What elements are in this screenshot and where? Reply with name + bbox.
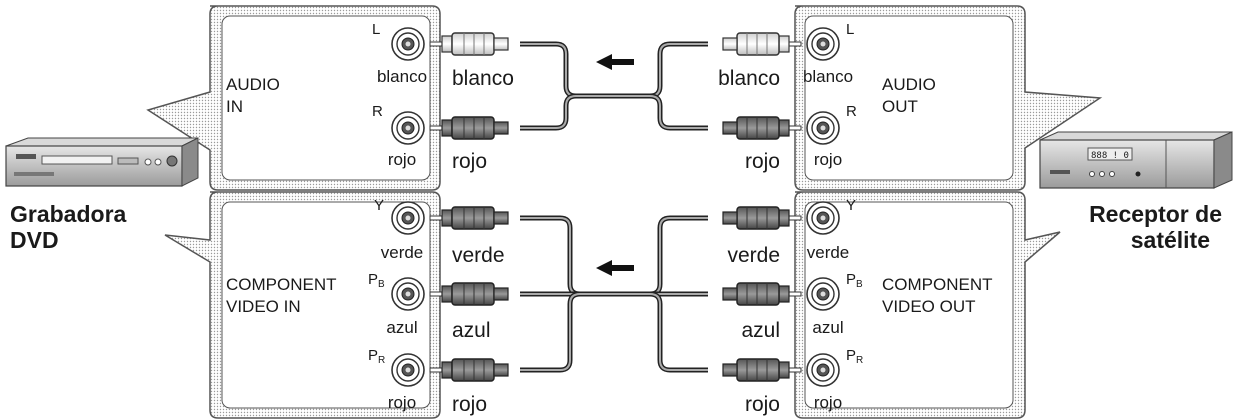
audio-in-label-line1: AUDIO bbox=[226, 75, 280, 94]
right-device-name-line1: Receptor de bbox=[1089, 201, 1222, 227]
audio-out-R-jack bbox=[806, 111, 840, 145]
pb-main: P bbox=[846, 271, 856, 288]
right-device-name-line2: satélite bbox=[1131, 227, 1210, 253]
video-out-red-plug bbox=[722, 358, 802, 382]
audio-out-panel bbox=[794, 5, 1103, 191]
video-out-blue-plug bbox=[722, 282, 802, 306]
video-in-Y-letter: Y bbox=[374, 197, 384, 214]
cable-out-red2-label: rojo bbox=[745, 393, 780, 416]
audio-in-panel bbox=[146, 5, 441, 191]
video-in-PB-jack bbox=[391, 277, 425, 311]
audio-in-L-jack bbox=[391, 27, 425, 61]
pb-sub: B bbox=[378, 279, 385, 290]
receiver-display-text: 888 ! 0 bbox=[1091, 151, 1129, 161]
video-in-PB-letter: PB bbox=[368, 271, 385, 290]
audio-cable bbox=[520, 41, 708, 131]
video-in-red-jack-label: rojo bbox=[388, 393, 416, 412]
video-out-red-jack-label: rojo bbox=[814, 393, 842, 412]
audio-out-label-line1: AUDIO bbox=[882, 75, 936, 94]
audio-in-white-jack-label: blanco bbox=[377, 67, 427, 86]
pr-main: P bbox=[846, 347, 856, 364]
video-in-blue-plug bbox=[429, 282, 509, 306]
component-video-cable bbox=[520, 215, 708, 373]
audio-in-R-letter: R bbox=[372, 103, 383, 120]
video-in-Y-jack bbox=[391, 201, 425, 235]
video-out-Y-letter: Y bbox=[846, 197, 856, 214]
video-in-label-line2: VIDEO IN bbox=[226, 297, 301, 316]
satellite-receiver-device: 888 ! 0 bbox=[1039, 131, 1233, 189]
pr-main: P bbox=[368, 347, 378, 364]
video-in-green-plug bbox=[429, 206, 509, 230]
audio-in-red-jack-label: rojo bbox=[388, 150, 416, 169]
video-out-PB-jack bbox=[806, 277, 840, 311]
video-out-blue-jack-label: azul bbox=[812, 318, 843, 337]
cable-in-red2-label: rojo bbox=[452, 393, 487, 416]
cable-out-blue-label: azul bbox=[741, 319, 780, 342]
audio-in-label-line2: IN bbox=[226, 97, 243, 116]
audio-out-L-jack bbox=[806, 27, 840, 61]
video-in-green-jack-label: verde bbox=[381, 243, 424, 262]
cable-in-red-label: rojo bbox=[452, 150, 487, 173]
video-out-label-line2: VIDEO OUT bbox=[882, 297, 976, 316]
video-out-panel bbox=[794, 191, 1061, 419]
video-out-PR-jack bbox=[806, 353, 840, 387]
video-in-label-line1: COMPONENT bbox=[226, 275, 337, 294]
audio-out-white-plug bbox=[722, 32, 802, 56]
pr-sub: R bbox=[856, 355, 863, 366]
audio-in-white-plug bbox=[429, 32, 509, 56]
audio-out-L-letter: L bbox=[846, 21, 854, 38]
video-in-red-plug bbox=[429, 358, 509, 382]
cable-in-white-label: blanco bbox=[452, 67, 514, 90]
video-out-green-jack-label: verde bbox=[807, 243, 850, 262]
dvd-recorder-device bbox=[5, 137, 199, 187]
pr-sub: R bbox=[378, 355, 385, 366]
audio-in-L-letter: L bbox=[372, 21, 380, 38]
cable-out-white-label: blanco bbox=[718, 67, 780, 90]
video-direction-arrow bbox=[596, 260, 634, 276]
video-in-panel bbox=[164, 191, 441, 419]
pb-main: P bbox=[368, 271, 378, 288]
audio-in-R-jack bbox=[391, 111, 425, 145]
video-in-PR-jack bbox=[391, 353, 425, 387]
video-in-blue-jack-label: azul bbox=[386, 318, 417, 337]
audio-out-R-letter: R bbox=[846, 103, 857, 120]
video-out-PB-letter: PB bbox=[846, 271, 863, 290]
pb-sub: B bbox=[856, 279, 863, 290]
audio-out-red-jack-label: rojo bbox=[814, 150, 842, 169]
video-out-Y-jack bbox=[806, 201, 840, 235]
audio-out-white-jack-label: blanco bbox=[803, 67, 853, 86]
video-out-label-line1: COMPONENT bbox=[882, 275, 993, 294]
left-device-name-line2: DVD bbox=[10, 227, 59, 253]
audio-out-label-line2: OUT bbox=[882, 97, 918, 116]
cable-in-green-label: verde bbox=[452, 244, 505, 267]
left-device-name-line1: Grabadora bbox=[10, 201, 127, 227]
cable-out-red-label: rojo bbox=[745, 150, 780, 173]
cable-out-green-label: verde bbox=[727, 244, 780, 267]
video-out-PR-letter: PR bbox=[846, 347, 863, 366]
video-out-green-plug bbox=[722, 206, 802, 230]
audio-in-red-plug bbox=[429, 116, 509, 140]
cable-in-blue-label: azul bbox=[452, 319, 491, 342]
audio-direction-arrow bbox=[596, 54, 634, 70]
video-in-PR-letter: PR bbox=[368, 347, 385, 366]
audio-out-red-plug bbox=[722, 116, 802, 140]
